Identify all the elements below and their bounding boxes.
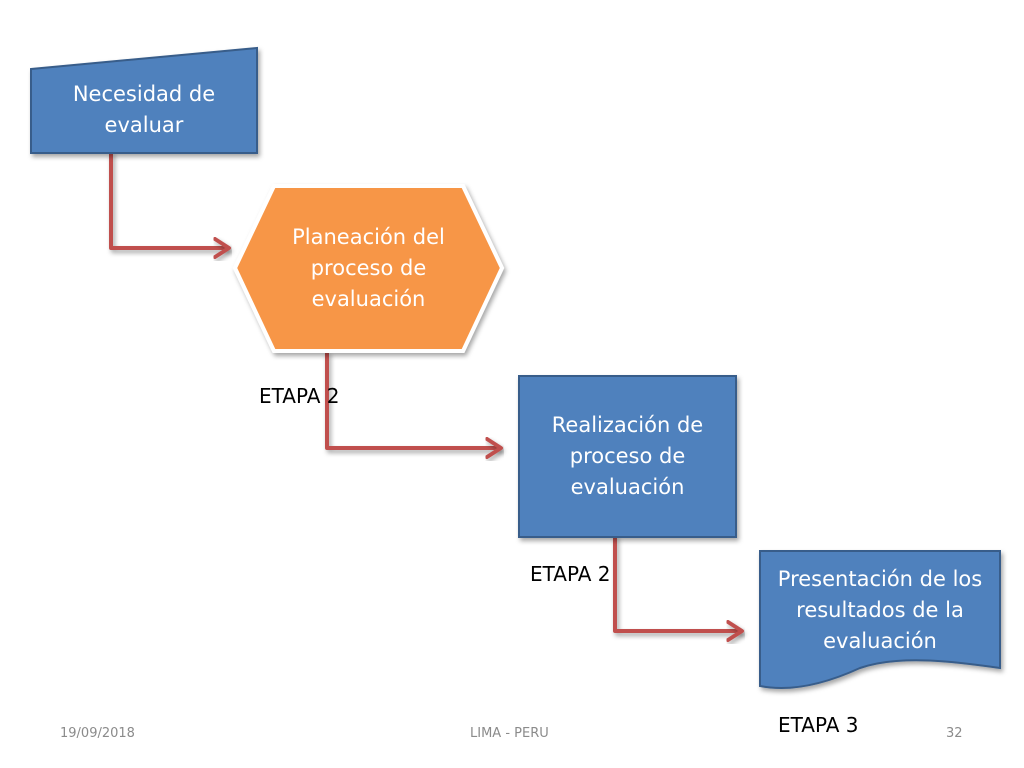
node-necesidad-shape [30, 46, 258, 154]
connector-realizacion-to-presentacion [613, 535, 743, 633]
arrowhead-2 [485, 437, 503, 459]
arrowhead-1 [213, 237, 231, 259]
footer-page-number: 32 [946, 726, 963, 741]
connectors [109, 151, 744, 642]
footer-date: 19/09/2018 [60, 726, 135, 741]
arrowhead-3 [726, 620, 744, 642]
connector-planeacion-to-realizacion [325, 351, 502, 450]
stage-label-2: ETAPA 2 [530, 562, 611, 586]
node-planeacion-shape [232, 184, 505, 353]
stage-label-1: ETAPA 2 [259, 384, 340, 408]
stage-label-3: ETAPA 3 [778, 713, 859, 737]
node-realizacion-shape [518, 375, 737, 538]
footer-location: LIMA - PERU [470, 726, 549, 741]
connector-necesidad-to-planeacion [109, 151, 230, 250]
node-presentacion-shape [759, 550, 1001, 689]
